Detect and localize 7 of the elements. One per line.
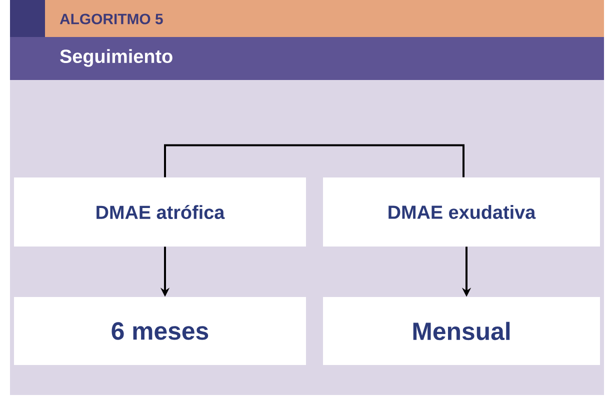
subtitle: Seguimiento bbox=[60, 49, 172, 67]
process-box: DMAE atrófica bbox=[14, 178, 306, 246]
process-box: 6 meses bbox=[14, 297, 306, 365]
process-box: DMAE exudativa bbox=[323, 178, 600, 246]
process-box: Mensual bbox=[323, 297, 600, 365]
title: ALGORITMO 5 bbox=[60, 14, 163, 24]
bracket-line bbox=[164, 144, 464, 178]
